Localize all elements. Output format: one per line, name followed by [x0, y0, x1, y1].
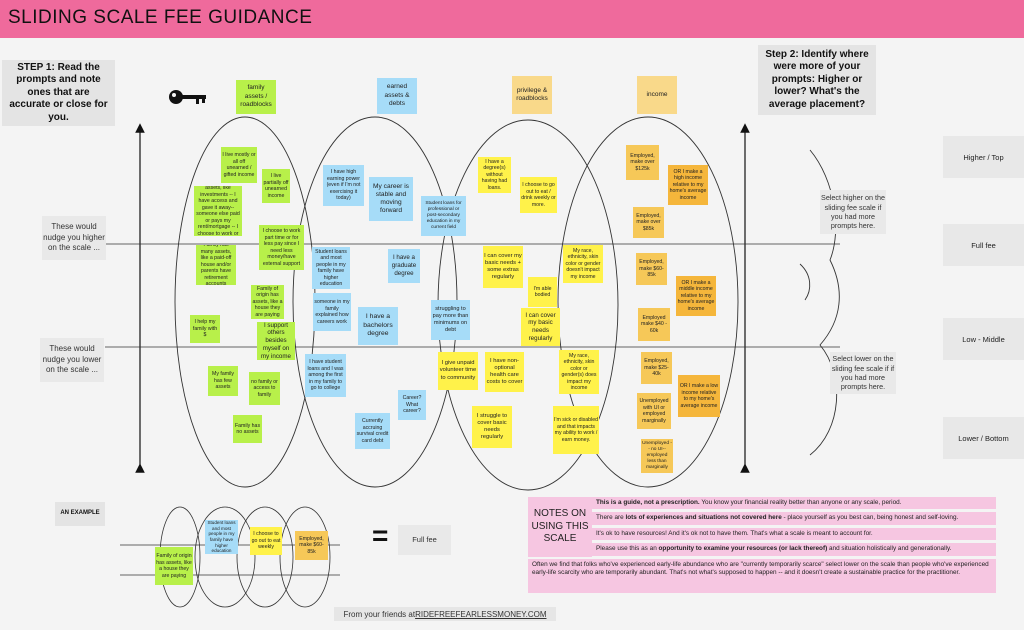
note-family: Family of origin has assets, like a hous…	[251, 285, 284, 319]
right-label-lower: Select lower on the sliding fee scale if…	[830, 352, 896, 394]
note-family: I support others besides myself on my in…	[257, 322, 295, 360]
note-family: I live mostly or all off unearned / gift…	[221, 147, 257, 183]
step2-box: Step 2: Identify where were more of your…	[758, 45, 876, 115]
category-earned: earned assets & debts	[377, 78, 417, 114]
note-earned: Student loans for professional or post-s…	[421, 196, 466, 236]
category-family: family assets / roadblocks	[236, 80, 276, 114]
guide-note: This is a guide, not a prescription. You…	[592, 497, 996, 509]
equals-sign: =	[372, 520, 389, 551]
note-privilege: I can cover my basic needs + some extras…	[483, 246, 523, 288]
note-privilege: I choose to go out to eat / drink weekly…	[520, 177, 557, 213]
note-family: no family or access to family	[249, 372, 280, 405]
note-income: Employed make $40 - 60k	[638, 308, 670, 341]
note-income: Employed, make $25-40k	[641, 352, 672, 384]
note-family: Family has many assets, like a paid-off …	[196, 245, 236, 285]
right-label-higher: Select higher on the sliding fee scale i…	[820, 190, 886, 234]
note-income: Employed, make over $125k	[626, 145, 659, 180]
footer: From your friends at RIDEFREEFEARLESSMON…	[334, 607, 556, 621]
key-icon	[168, 87, 208, 107]
header-bar: SLIDING SCALE FEE GUIDANCE	[0, 0, 1024, 38]
example-ellipse-2	[194, 506, 256, 608]
note-earned: I have student loans and I was among the…	[305, 354, 346, 397]
note-earned: I have high earning power (even if I'm n…	[323, 165, 364, 206]
guide-note: There are lots of experiences and situat…	[592, 512, 996, 525]
guide-note: Please use this as an opportunity to exa…	[592, 543, 996, 556]
note-family: My family has few assets	[208, 366, 238, 396]
note-privilege: I can cover my basic needs regularly	[521, 308, 560, 346]
level-top: Higher / Top	[943, 136, 1024, 178]
footer-link[interactable]: RIDEFREEFEARLESSMONEY.COM	[415, 609, 547, 619]
notes-title: NOTES ON USING THIS SCALE	[531, 508, 589, 545]
example-ellipse-3	[236, 506, 294, 608]
level-middle: Low - Middle	[943, 318, 1024, 360]
note-privilege: I have non-optional health care costs to…	[485, 352, 524, 392]
note-family: I help my family with $	[190, 315, 220, 343]
note-family: I choose to work part time or for less p…	[259, 225, 304, 270]
note-privilege: My race, ethnicity, skin color or gender…	[559, 350, 599, 394]
example-note-privilege: I choose to go out to eat weekly	[250, 527, 282, 555]
note-privilege: I have a degree(s) without having had lo…	[478, 157, 511, 193]
level-full: Full fee	[943, 224, 1024, 266]
example-note-income: Employed, make $60-85k	[295, 531, 328, 560]
note-earned: Career? What career?	[398, 390, 426, 420]
note-privilege: I struggle to cover basic needs regularl…	[472, 406, 512, 448]
note-earned: I have a bachelors degree	[358, 307, 398, 345]
step1-box: STEP 1: Read the prompts and note ones t…	[2, 60, 115, 126]
guide-note: Often we find that folks who've experien…	[528, 559, 996, 593]
example-result: Full fee	[398, 525, 451, 555]
note-income: Unemployed with UI or employed marginall…	[637, 393, 671, 429]
note-privilege: I give unpaid volunteer time to communit…	[438, 352, 478, 390]
note-earned: someone in my family explained how caree…	[313, 293, 351, 331]
notes-title-box: NOTES ON USING THIS SCALE	[528, 497, 592, 557]
level-bottom: Lower / Bottom	[943, 417, 1024, 459]
note-income: OR I make a high income relative to my h…	[668, 165, 708, 205]
left-label-lower: These would nudge you lower on the scale…	[40, 338, 104, 382]
note-income: Employed, make over $85k	[633, 207, 664, 238]
note-income: Unemployed -- no UI-- employed less than…	[641, 439, 673, 473]
note-earned: I have a graduate degree	[388, 249, 420, 283]
example-title: AN EXAMPLE	[55, 502, 105, 526]
note-earned: Currently accruing survival credit card …	[355, 413, 390, 449]
note-family: I live partially off unearned income	[262, 169, 290, 203]
note-income: Employed, make $60-85k	[636, 253, 667, 285]
note-earned: Student loans and most people in my fami…	[312, 247, 350, 289]
left-label-higher: These would nudge you higher on the scal…	[42, 216, 106, 260]
note-earned: struggling to pay more than minimums on …	[431, 300, 470, 340]
note-family: Family has many assets, like investments…	[194, 186, 242, 236]
page-title: SLIDING SCALE FEE GUIDANCE	[8, 7, 313, 28]
note-privilege: I'm able bodied	[528, 277, 557, 307]
note-earned: My career is stable and moving forward	[369, 177, 413, 221]
note-privilege: My race, ethnicity, skin color or gender…	[563, 245, 603, 283]
example-ellipse-4	[279, 506, 331, 608]
example-note-earned: Student loans and most people in my fami…	[205, 520, 238, 554]
ellipse-income	[557, 116, 739, 488]
category-privilege: privilege & roadblocks	[512, 76, 552, 114]
guide-note: It's ok to have resources! And it's ok n…	[592, 528, 996, 540]
note-privilege: I'm sick or disabled and that impacts my…	[553, 406, 599, 454]
note-income: OR I make a low income relative to my ho…	[678, 375, 720, 417]
category-income: income	[637, 76, 677, 114]
note-family: Family has no assets	[233, 415, 262, 443]
note-income: OR I make a middle income relative to my…	[676, 276, 716, 316]
example-note-family: Family of origin has assets, like a hous…	[155, 547, 193, 585]
